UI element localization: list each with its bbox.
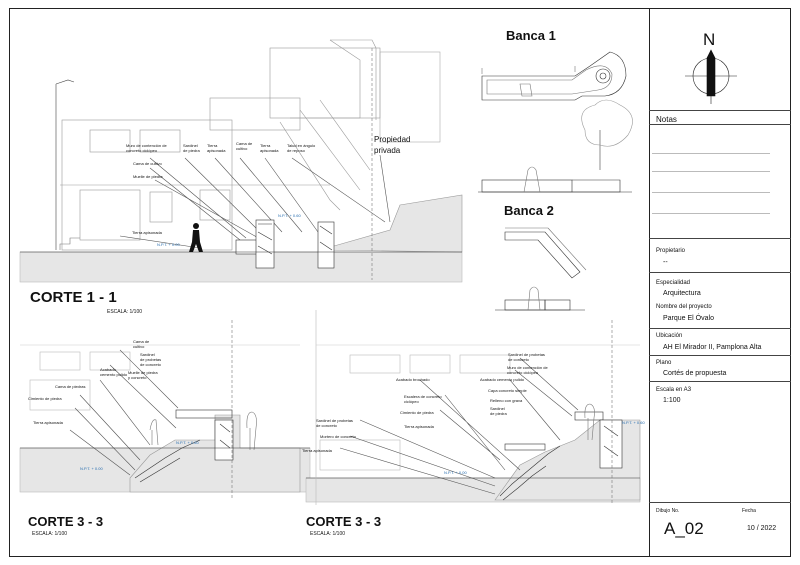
annotation: Acabado cemento pulido [100,367,128,377]
annotation: Sardinel de probetas de concreto [140,352,162,367]
annotation: Sardinel de piedra [183,143,200,153]
divider [649,381,791,382]
annotation: Talud en ángulo de reposo [287,143,316,153]
annotation: Sardinel de piedra [490,406,507,416]
dibujo-value: A_02 [664,519,704,538]
divider [649,124,791,125]
corte-3a-scale: ESCALA: 1/100 [32,531,68,537]
annotation: Tierra apisonada [132,230,162,235]
annotation: Escalera de concreto ciclópeo [404,394,442,404]
propietario-label: Propietario [656,248,686,254]
annotation: Muelle de piedra [133,174,163,179]
annotation: Capa concreto simple [488,388,527,393]
dibujo-label: Dibujo No. [656,508,680,514]
annotation: Sardinel de probetas de concreto [508,352,545,362]
north-label: N [703,30,716,49]
divider [649,272,791,273]
level-mark: N.P.T. + 0.00 [157,242,180,247]
escala-label: Escala en A3 [656,387,692,393]
annotation: Cama de cultivo [133,161,162,166]
proyecto-value: Parque El Óvalo [663,315,714,322]
propiedad-privada-label: Propiedad privada [374,135,411,155]
divider [649,328,791,329]
corte-3b-scale: ESCALA: 1/100 [310,531,346,537]
plano-label: Plano [656,360,672,366]
annotation: Cama de piedras [55,384,86,389]
ubicacion-label: Ubicación [656,333,683,339]
annotation: Cama de cultivo [133,339,150,349]
banca-2-title: Banca 2 [504,203,554,218]
annotation: Tierra apisonada [260,143,279,153]
annotation: Acabado cemento pulido [480,377,525,382]
level-mark: N.P.T. + 0.60 [176,440,199,445]
annotation: Acabado brochado [396,377,430,382]
level-mark: N.P.T. + 0.00 [444,470,467,475]
corte-3a-title: CORTE 3 - 3 [28,514,104,529]
corte-1-scale: ESCALA: 1/100 [107,309,143,315]
proyecto-label: Nombre del proyecto [656,304,712,310]
note-line [652,192,770,193]
divider [649,110,791,111]
plano-value: Cortés de propuesta [663,370,727,377]
ubicacion-value: AH El Mirador II, Pamplona Alta [663,344,762,351]
propietario-value: -- [663,259,668,266]
annotation: Muro de contención de concreto ciclópeo [126,143,167,153]
annotation: Cama de cultivo [236,141,253,151]
level-mark: N.P.T. + 0.60 [278,213,301,218]
corte-1-title: CORTE 1 - 1 [30,289,117,306]
annotation: Mortero de concreto [320,434,356,439]
annotation: Tierra apisonada [404,424,434,429]
annotation: Sardinel de probetas de concreto [316,418,353,428]
annotation: Tierra apisonada [33,420,63,425]
annotation: Cimiento de piedra [28,396,62,401]
banca-1-title: Banca 1 [506,28,556,43]
annotation: Tierra apisonada [302,448,332,453]
annotation: Relleno con grava [490,398,523,403]
divider [649,355,791,356]
note-line [652,153,770,154]
fecha-value: 10 / 2022 [747,525,777,532]
notas-label: Notas [656,115,677,124]
title-block [649,8,792,557]
level-mark: N.P.T. + 0.60 [622,420,645,425]
annotation: Cimiento de piedra [400,410,434,415]
drawing-sheet [9,8,791,557]
divider [649,238,791,239]
divider [649,502,791,503]
especialidad-value: Arquitectura [663,290,701,297]
fecha-label: Fecha [742,508,756,514]
annotation: Tierra apisonada [207,143,226,153]
level-mark: N.P.T. + 0.00 [80,466,103,471]
escala-value: 1:100 [663,397,681,404]
note-line [652,171,770,172]
corte-3b-title: CORTE 3 - 3 [306,514,382,529]
especialidad-label: Especialidad [656,280,691,286]
annotation: Muro de contención de concreto ciclópeo [507,365,548,375]
annotation: Muelle de piedra y concreto [128,370,158,380]
note-line [652,213,770,214]
